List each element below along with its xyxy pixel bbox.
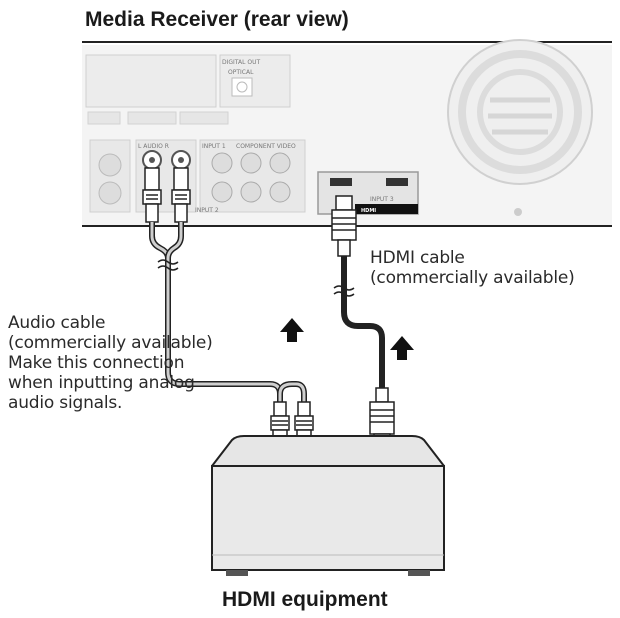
input2-label: INPUT 2 — [195, 207, 219, 214]
audio-plug-right-top — [171, 167, 191, 223]
arrow-up-icon — [390, 336, 414, 360]
component-video-label: COMPONENT VIDEO — [236, 143, 296, 150]
hdmi-cable-label-line: HDMI cable — [370, 248, 465, 268]
receiver-rear-panel: DIGITAL OUT OPTICAL L AUDIO R INPUT 1 CO… — [82, 39, 612, 225]
audio-cable-label-line: Audio cable — [8, 313, 106, 333]
hdmi-cable — [333, 256, 385, 390]
equipment-label: HDMI equipment — [222, 588, 388, 611]
audio-cable-label: Audio cable (commercially available) Mak… — [8, 313, 213, 413]
hdmi-plug-top — [331, 195, 357, 257]
audio-cable-label-line: (commercially available) — [8, 333, 213, 353]
hdmi-port-label: HDMI — [361, 208, 376, 214]
audio-plug-left-top — [142, 167, 162, 223]
l-audio-r-label: L AUDIO R — [138, 143, 169, 150]
fan-grille — [447, 39, 593, 185]
digital-out-label: DIGITAL OUT — [222, 59, 260, 66]
hdmi-cable-label: HDMI cable (commercially available) — [370, 248, 575, 288]
optical-label: OPTICAL — [228, 69, 254, 76]
hdmi-cable-label-line: (commercially available) — [370, 268, 575, 288]
arrow-up-icon — [280, 318, 304, 342]
hdmi-equipment-device — [211, 435, 445, 576]
audio-cable — [149, 222, 307, 404]
audio-cable-label-line: Make this connection — [8, 353, 185, 373]
diagram-title: Media Receiver (rear view) — [85, 8, 349, 31]
audio-cable-label-line: when inputting analog — [8, 373, 195, 393]
audio-cable-label-line: audio signals. — [8, 393, 123, 413]
input1-label: INPUT 1 — [202, 143, 226, 150]
input3-label: INPUT 3 — [370, 196, 394, 203]
